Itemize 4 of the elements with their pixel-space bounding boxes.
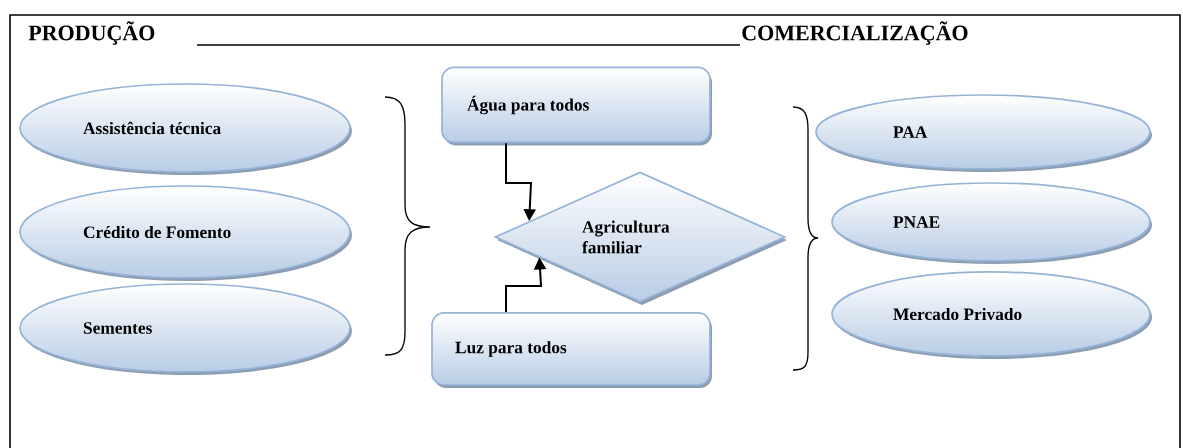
heading-text: PRODUÇÃO: [28, 21, 155, 45]
heading-text: COMERCIALIZAÇÃO: [742, 21, 968, 45]
process-box: Luz para todos: [431, 312, 712, 388]
process-box: Água para todos: [441, 66, 712, 146]
